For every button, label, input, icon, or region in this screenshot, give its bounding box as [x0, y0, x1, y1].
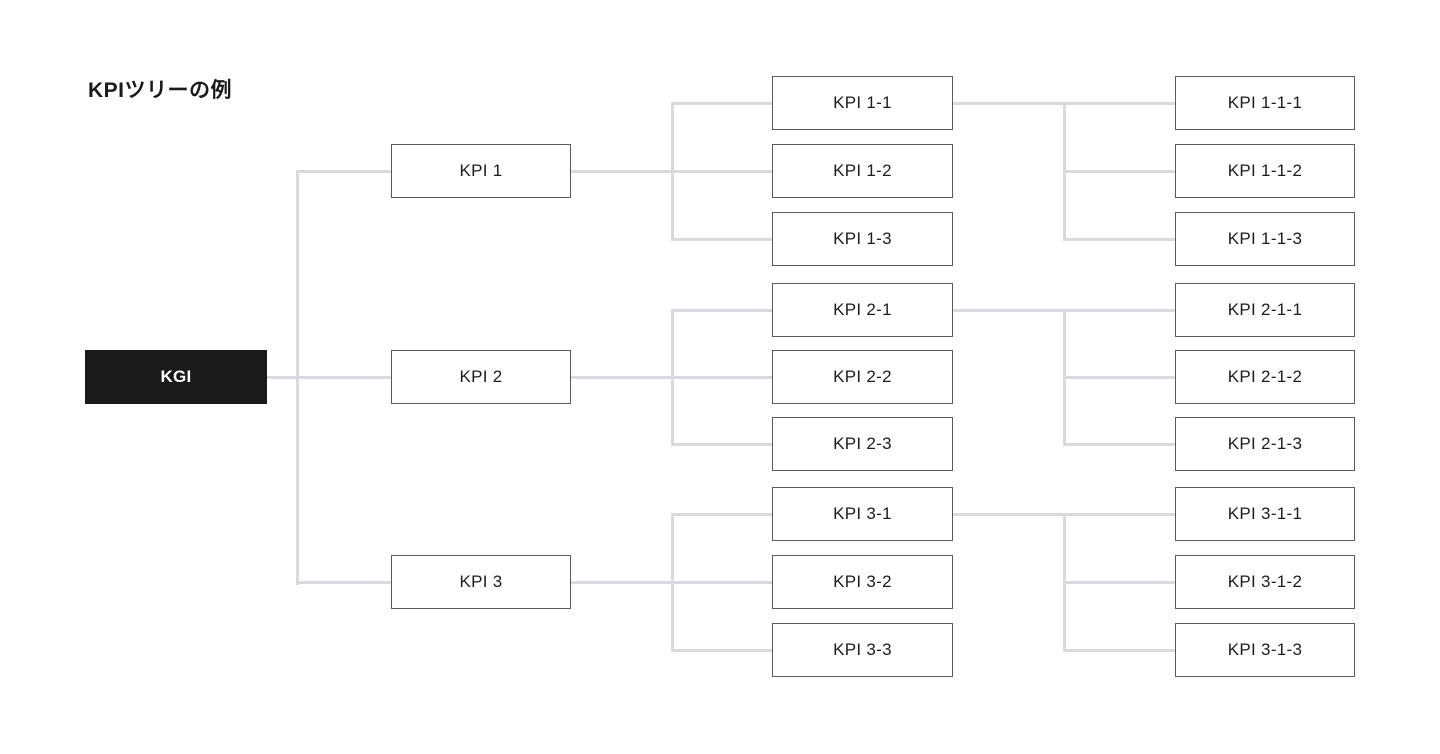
connector-segment: [671, 101, 772, 105]
node-kpi-2-1-1: KPI 2-1-1: [1175, 283, 1355, 337]
node-kpi-2: KPI 2: [391, 350, 571, 404]
node-kpi-3-2: KPI 3-2: [772, 555, 953, 609]
connector-segment: [1063, 580, 1175, 584]
diagram-title: KPIツリーの例: [88, 79, 233, 102]
connector-segment: [296, 580, 391, 584]
node-kgi: KGI: [85, 350, 267, 404]
node-kpi-1-1-2: KPI 1-1-2: [1175, 144, 1355, 198]
node-kpi-1: KPI 1: [391, 144, 571, 198]
node-kpi-3-1: KPI 3-1: [772, 487, 953, 541]
node-kpi-3: KPI 3: [391, 555, 571, 609]
node-kpi-2-2: KPI 2-2: [772, 350, 953, 404]
connector-segment: [671, 237, 772, 241]
node-kpi-3-1-1: KPI 3-1-1: [1175, 487, 1355, 541]
connector-segment: [671, 308, 772, 312]
connector-segment: [267, 375, 391, 379]
connector-segment: [671, 512, 772, 516]
connector-segment: [1063, 169, 1175, 173]
connector-segment: [671, 512, 674, 652]
node-kpi-3-3: KPI 3-3: [772, 623, 953, 677]
node-kpi-2-1-2: KPI 2-1-2: [1175, 350, 1355, 404]
node-kpi-1-1: KPI 1-1: [772, 76, 953, 130]
connector-segment: [671, 648, 772, 652]
node-kpi-3-1-3: KPI 3-1-3: [1175, 623, 1355, 677]
connector-segment: [296, 169, 391, 173]
connector-segment: [671, 442, 772, 446]
node-kpi-1-2: KPI 1-2: [772, 144, 953, 198]
connector-segment: [671, 101, 674, 241]
connector-segment: [296, 169, 299, 585]
node-kpi-2-3: KPI 2-3: [772, 417, 953, 471]
node-kpi-2-1-3: KPI 2-1-3: [1175, 417, 1355, 471]
node-kpi-1-3: KPI 1-3: [772, 212, 953, 266]
node-kpi-1-1-1: KPI 1-1-1: [1175, 76, 1355, 130]
node-kpi-3-1-2: KPI 3-1-2: [1175, 555, 1355, 609]
connector-segment: [1063, 442, 1175, 446]
node-kpi-1-1-3: KPI 1-1-3: [1175, 212, 1355, 266]
node-kpi-2-1: KPI 2-1: [772, 283, 953, 337]
connector-segment: [671, 308, 674, 446]
connector-segment: [1063, 237, 1175, 241]
connector-segment: [1063, 648, 1175, 652]
connector-segment: [1063, 375, 1175, 379]
